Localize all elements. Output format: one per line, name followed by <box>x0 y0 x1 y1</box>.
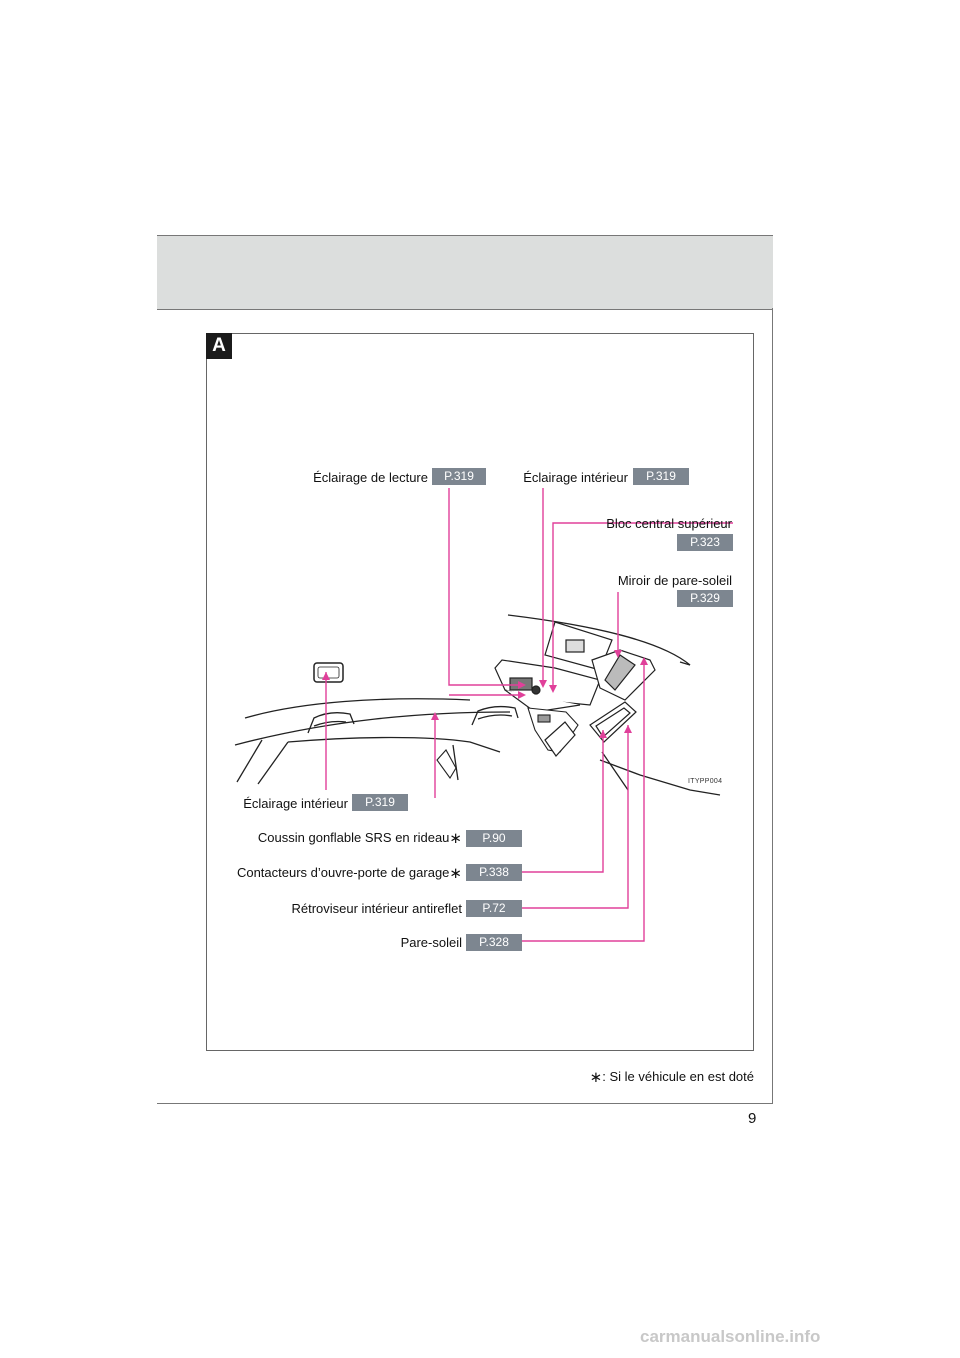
section-badge: A <box>206 333 232 359</box>
bottom-rule <box>157 1103 773 1104</box>
callout-interior-light-rear-label: Éclairage intérieur <box>243 796 348 811</box>
callout-overhead-console-label: Bloc central supérieur <box>606 516 732 531</box>
callout-overhead-console-ref[interactable]: P.323 <box>677 534 733 551</box>
page-number: 9 <box>748 1110 757 1127</box>
illustration-code: ITYPP004 <box>688 778 723 785</box>
callout-reading-light-ref[interactable]: P.319 <box>432 468 486 485</box>
callout-garage-switches-ref[interactable]: P.338 <box>466 864 522 881</box>
callout-vanity-mirror-label: Miroir de pare-soleil <box>617 573 732 588</box>
callout-interior-light-top-ref[interactable]: P.319 <box>633 468 689 485</box>
margin-rule <box>772 308 773 1103</box>
leader-lines <box>325 488 733 942</box>
grab-handles <box>307 705 519 734</box>
asterisk-mark: ∗ <box>449 830 462 847</box>
callout-garage-switches-label: Contacteurs d’ouvre-porte de garage∗ <box>236 865 462 882</box>
callout-curtain-airbag-label: Coussin gonflable SRS en rideau∗ <box>257 830 462 847</box>
callout-sun-visor-ref[interactable]: P.328 <box>466 934 522 951</box>
overhead-console <box>494 659 601 713</box>
callout-vanity-mirror-ref[interactable]: P.329 <box>677 590 733 607</box>
asterisk-mark: ∗ <box>589 1069 603 1086</box>
watermark: carmanualsonline.info <box>640 1327 821 1346</box>
footnote: ∗: Si le véhicule en est doté <box>589 1069 754 1086</box>
header-band <box>157 235 773 310</box>
rear-dome-light <box>313 662 344 683</box>
callout-interior-light-rear-ref[interactable]: P.319 <box>352 794 408 811</box>
pillar-trim <box>436 749 457 779</box>
callout-rear-view-mirror-ref[interactable]: P.72 <box>466 900 522 917</box>
leader-arrowheads <box>322 650 648 738</box>
asterisk-mark: ∗ <box>449 865 462 882</box>
callout-rear-view-mirror-label: Rétroviseur intérieur antireflet <box>291 901 462 916</box>
callout-sun-visor-label: Pare-soleil <box>400 935 462 950</box>
roof-outline <box>234 614 721 796</box>
callout-reading-light-label: Éclairage de lecture <box>313 470 428 485</box>
callout-interior-light-top-label: Éclairage intérieur <box>523 470 628 485</box>
rear-view-mirror <box>589 701 637 743</box>
callout-curtain-airbag-ref[interactable]: P.90 <box>466 830 522 847</box>
illustration-frame <box>206 333 754 1051</box>
